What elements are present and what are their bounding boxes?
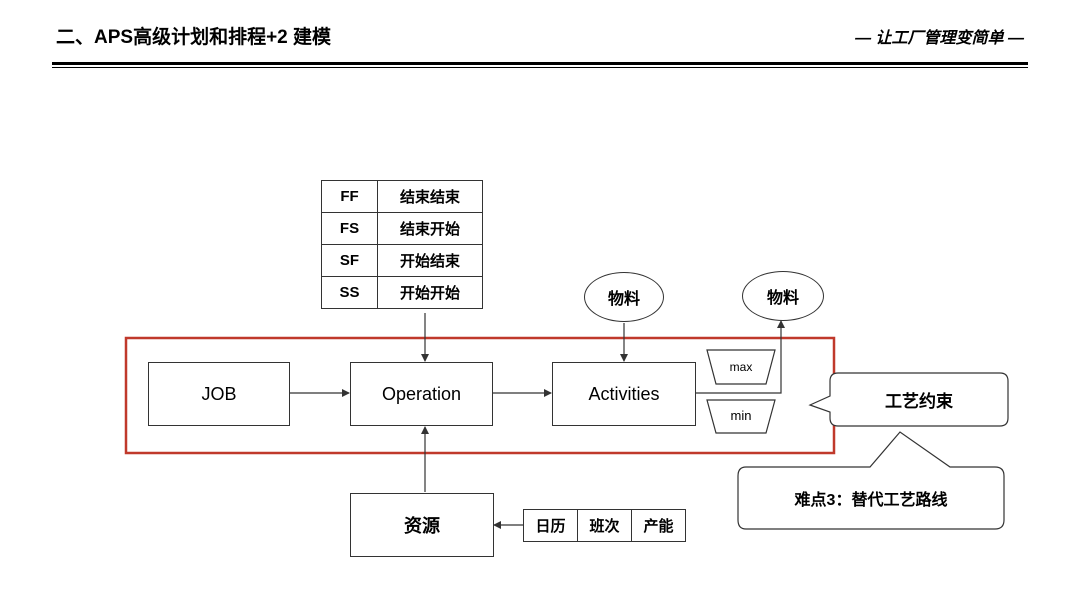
arrow-activities-material xyxy=(696,320,785,394)
activities-node: Activities xyxy=(552,362,696,426)
relation-desc: 开始结束 xyxy=(377,244,483,277)
difficulty-callout-text: 难点3：替代工艺路线 xyxy=(794,492,948,509)
max-label: max xyxy=(729,360,753,374)
max-trapezoid xyxy=(706,349,776,385)
relation-code: FF xyxy=(321,180,378,213)
relation-row: FF 结束结束 xyxy=(321,180,483,213)
relation-code: FS xyxy=(321,212,378,245)
header-rule-thin xyxy=(52,67,1028,68)
relation-row: FS 结束开始 xyxy=(321,212,483,245)
resource-attributes-table: 日历 班次 产能 xyxy=(523,509,686,542)
relation-desc: 结束开始 xyxy=(377,212,483,245)
relation-code: SF xyxy=(321,244,378,277)
job-node: JOB xyxy=(148,362,290,426)
header-rule-thick xyxy=(52,62,1028,65)
min-trapezoid xyxy=(706,399,776,434)
relation-desc: 开始开始 xyxy=(377,276,483,309)
capacity-attribute: 产能 xyxy=(631,509,686,542)
relation-code: SS xyxy=(321,276,378,309)
page-slogan: — 让工厂管理变简单 — xyxy=(855,30,1024,47)
relation-row: SS 开始开始 xyxy=(321,276,483,309)
relations-table: FF 结束结束 FS 结束开始 SF 开始结束 SS 开始开始 xyxy=(321,180,483,309)
resource-attributes-row: 日历 班次 产能 xyxy=(523,509,686,542)
relation-desc: 结束结束 xyxy=(377,180,483,213)
page-title: 二、APS高级计划和排程+2 建模 xyxy=(56,27,332,48)
resource-node: 资源 xyxy=(350,493,494,557)
difficulty-callout-bubble xyxy=(737,431,1005,530)
constraint-callout-bubble xyxy=(808,372,1009,427)
output-material-node: 物料 xyxy=(742,271,824,321)
constraint-callout-text: 工艺约束 xyxy=(885,392,953,411)
input-material-node: 物料 xyxy=(584,272,664,322)
calendar-attribute: 日历 xyxy=(523,509,578,542)
relation-row: SF 开始结束 xyxy=(321,244,483,277)
operation-node: Operation xyxy=(350,362,493,426)
shift-attribute: 班次 xyxy=(577,509,632,542)
min-label: min xyxy=(730,408,752,423)
